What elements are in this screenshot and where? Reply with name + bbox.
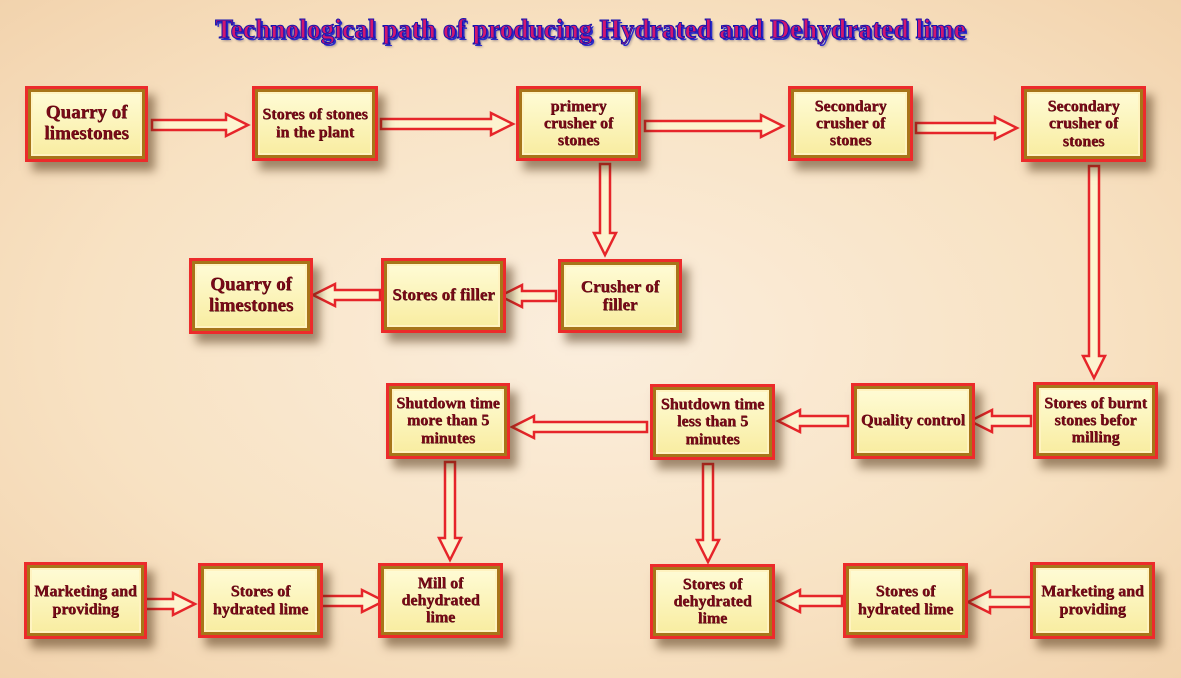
arrow-less-down	[694, 462, 722, 565]
node-quarry-top: Quarry of limestones	[25, 86, 148, 162]
node-secondary-crusher-2: Secondary crusher of stones	[1021, 86, 1146, 162]
node-mill-dehydrated: Mill of dehydrated lime	[378, 563, 503, 638]
node-stores-dehydrated: Stores of dehydrated lime	[650, 564, 775, 639]
arrow-secondary-1-to-secondary-2	[914, 114, 1020, 142]
arrow-more-down	[436, 460, 464, 563]
node-primary-crusher: primery crusher of stones	[516, 86, 641, 161]
arrow-hydrated-to-mill	[316, 587, 387, 615]
node-shutdown-less: Shutdown time less than 5 minutes	[650, 384, 775, 460]
node-stores-filler: Stores of filler	[381, 258, 506, 333]
node-stores-hydrated-right: Stores of hydrated lime	[843, 563, 968, 638]
diagram-title: Technological path of producing Hydrated…	[215, 14, 967, 45]
arrow-primary-to-secondary-1	[643, 112, 786, 140]
node-stores-hydrated-left: Stores of hydrated lime	[198, 563, 323, 638]
arrow-marketing-right-to-hydrated	[965, 588, 1033, 616]
arrow-stores-to-primary	[379, 110, 516, 138]
arrow-primary-down	[591, 162, 619, 258]
arrow-filler-to-quarry	[310, 281, 382, 309]
node-stores-stones: Stores of stones in the plant	[252, 86, 378, 161]
node-secondary-crusher-1: Secondary crusher of stones	[788, 86, 913, 161]
node-shutdown-more: Shutdown time more than 5 minutes	[386, 383, 510, 459]
node-crusher-filler: Crusher of filler	[558, 259, 682, 333]
node-marketing-left: Marketing and providing	[24, 562, 147, 639]
arrow-secondary-2-down	[1080, 164, 1108, 381]
node-marketing-right: Marketing and providing	[1030, 562, 1155, 639]
arrow-less-to-more	[509, 413, 649, 441]
node-stores-burnt: Stores of burnt stones befor milling	[1033, 382, 1158, 459]
arrow-quality-to-less	[775, 407, 850, 435]
arrow-quarry-to-stores	[150, 111, 251, 139]
node-quality-control: Quality control	[851, 383, 975, 459]
arrow-crusher-to-filler	[497, 282, 558, 310]
arrow-hydrated-right-to-dehydrated	[775, 587, 844, 615]
arrow-burnt-to-quality	[967, 407, 1033, 435]
node-quarry-mid: Quarry of limestones	[189, 258, 313, 334]
